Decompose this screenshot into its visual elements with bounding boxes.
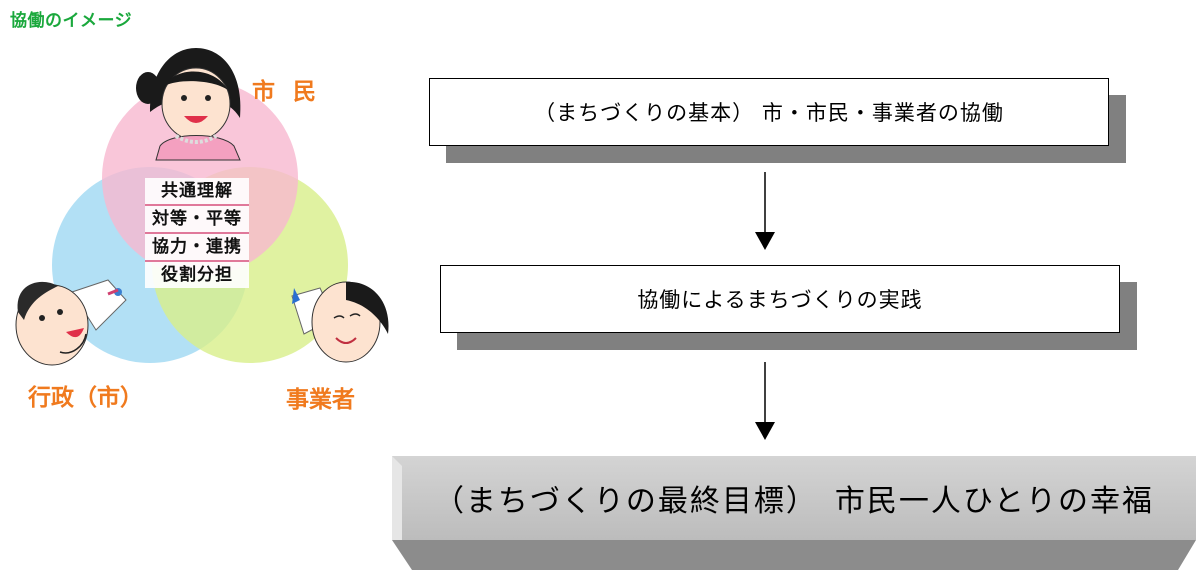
principle-cooperation: 協力・連携 [145,234,249,262]
label-citizen: 市民 [252,79,334,105]
flow-step-practice: 協働によるまちづくりの実践 [440,265,1120,333]
business-person-icon [291,281,389,363]
label-business: 事業者 [286,387,355,413]
venn-title: 協働のイメージ [10,11,133,31]
arrow-down-icon [755,172,775,250]
principle-equality: 対等・平等 [145,206,249,234]
flow-step-basic-text: （まちづくりの基本） 市・市民・事業者の協働 [534,101,1004,125]
citizen-person-icon [136,48,241,161]
principle-role-sharing: 役割分担 [161,265,233,285]
administration-person-icon [15,279,127,366]
venn-center-principles: 共通理解 対等・平等 協力・連携 役割分担 [145,178,249,288]
principle-common-understanding: 共通理解 [145,178,249,206]
flow-goal-text: （まちづくりの最終目標） 市民一人ひとりの幸福 [433,484,1155,519]
flow-step-practice-text: 協働によるまちづくりの実践 [637,288,923,312]
label-administration: 行政（市） [28,385,143,411]
arrow-down-icon [755,362,775,440]
flow-step-basic: （まちづくりの基本） 市・市民・事業者の協働 [429,78,1109,146]
